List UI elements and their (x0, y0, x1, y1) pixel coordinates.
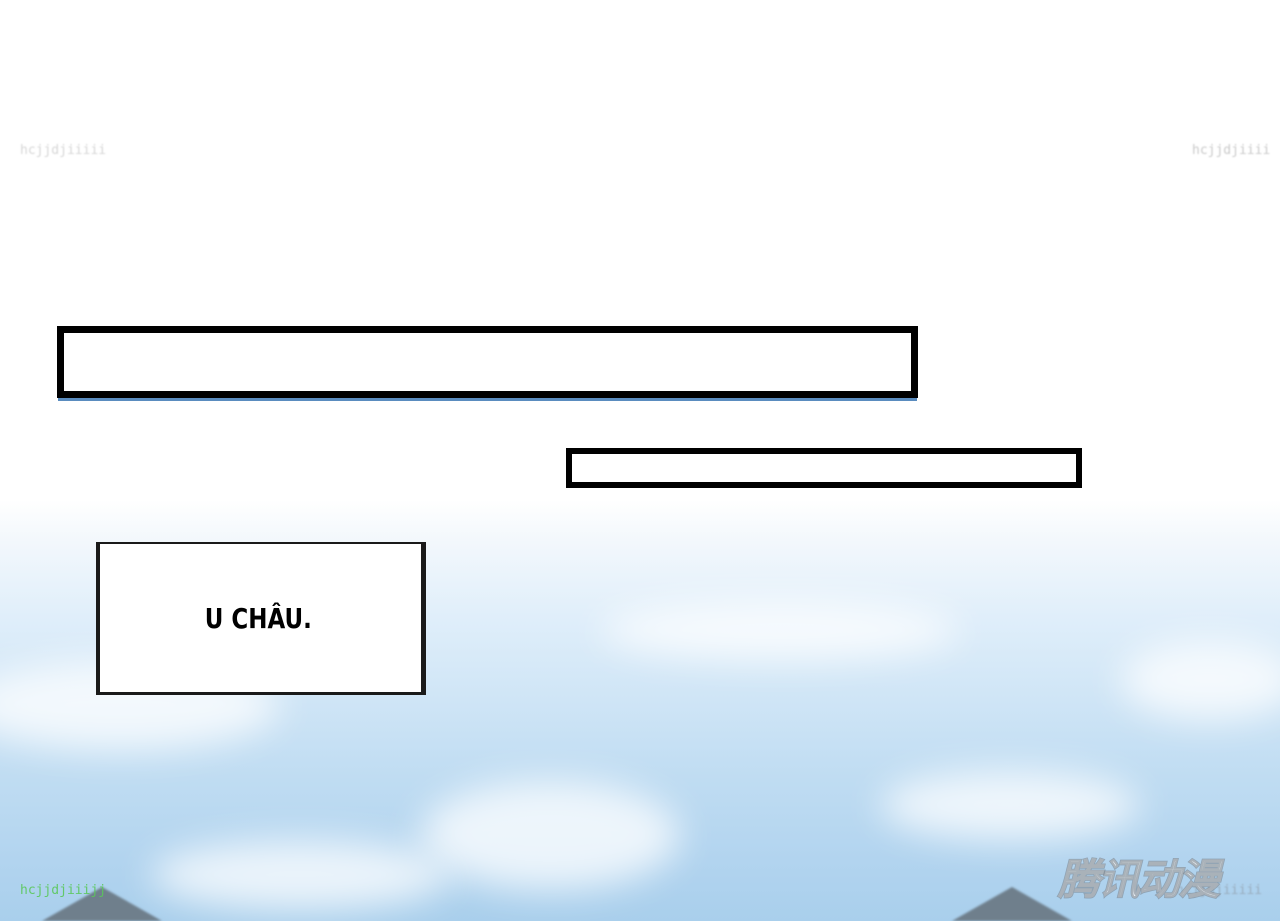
mountain-peak (952, 887, 1072, 921)
watermark-bottom-left: hcjjdjiiijj (20, 883, 107, 898)
narration-box-thin (566, 448, 1082, 488)
caption-box: U CHÂU. (96, 542, 426, 695)
publisher-logo: 腾讯动漫 (1057, 854, 1221, 905)
narration-box-long (57, 326, 918, 398)
caption-text: U CHÂU. (204, 601, 313, 635)
cloud (600, 600, 960, 660)
cloud (150, 840, 450, 910)
cloud (880, 770, 1140, 840)
cloud (1120, 640, 1280, 720)
mountain-peak (42, 887, 162, 921)
watermark-top-right: hcjjdjiiii (1192, 143, 1271, 158)
cloud (420, 780, 680, 890)
watermark-bottom-right: hcjjdjiiiii (1176, 883, 1263, 898)
watermark-top-left: hcjjdjiiiii (20, 143, 107, 158)
